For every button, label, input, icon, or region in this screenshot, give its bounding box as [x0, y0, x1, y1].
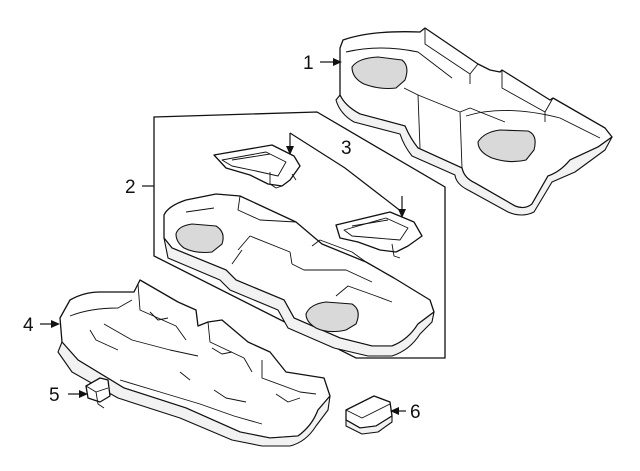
callout-1: 1 [303, 53, 314, 74]
cushion-bracket-icon[interactable] [213, 144, 301, 189]
seat-cushion-cover-icon[interactable] [335, 27, 613, 216]
callout-6: 6 [410, 402, 421, 423]
seat-cushion-frame-icon[interactable] [57, 279, 331, 447]
clip-icon[interactable] [85, 377, 111, 409]
callout-4: 4 [23, 315, 34, 336]
latch-cover-icon[interactable] [345, 395, 393, 435]
callout-leaders [40, 58, 406, 415]
seat-cushion-pad-icon[interactable] [163, 193, 435, 357]
seat-cushion-assembly-box [153, 111, 446, 359]
callout-5: 5 [49, 385, 60, 406]
callout-2: 2 [125, 177, 136, 198]
callout-3: 3 [341, 138, 352, 159]
